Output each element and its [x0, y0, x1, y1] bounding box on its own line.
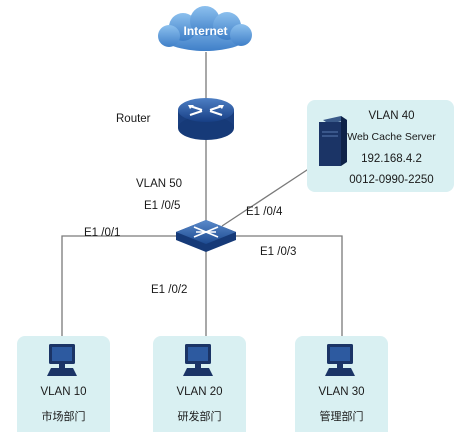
- internet-cloud: Internet: [153, 5, 258, 55]
- cloud-icon: [158, 6, 252, 51]
- link-switch-pc3: [236, 235, 343, 348]
- pc-panel-vlan20: VLAN 20 研发部门: [153, 336, 246, 432]
- internet-label: Internet: [183, 24, 228, 38]
- server-ip: 192.168.4.2: [361, 153, 422, 165]
- pc-panel-vlan10: VLAN 10 市场部门: [17, 336, 110, 432]
- port-label-e1-0-4: E1 /0/4: [246, 206, 283, 218]
- pc-dept-label: 市场部门: [41, 410, 86, 423]
- uplink-vlan-label: VLAN 50: [136, 178, 183, 190]
- port-label-e1-0-3: E1 /0/3: [260, 246, 297, 258]
- pc-vlan-label: VLAN 20: [176, 386, 223, 398]
- server-name: Web Cache Server: [347, 131, 436, 143]
- computer-icon: [183, 344, 213, 376]
- port-label-e1-0-1: E1 /0/1: [84, 227, 121, 239]
- switch-icon: [176, 220, 236, 252]
- pc-dept-label: 研发部门: [177, 410, 222, 423]
- server-panel: VLAN 40 Web Cache Server 192.168.4.2 001…: [307, 100, 454, 192]
- computer-icon: [47, 344, 77, 376]
- pc-panel-vlan30: VLAN 30 管理部门: [295, 336, 388, 432]
- server-mac: 0012-0990-2250: [349, 174, 434, 186]
- computer-icon: [325, 344, 355, 376]
- server-vlan: VLAN 40: [368, 110, 415, 122]
- port-label-e1-0-2: E1 /0/2: [151, 284, 188, 296]
- link-switch-server: [221, 167, 311, 227]
- router-label: Router: [116, 113, 151, 125]
- pc-vlan-label: VLAN 30: [318, 386, 365, 398]
- uplink-port-label: E1 /0/5: [144, 200, 181, 212]
- router-icon: [178, 98, 234, 140]
- pc-dept-label: 管理部门: [319, 410, 364, 423]
- server-icon: [319, 116, 347, 166]
- link-switch-pc1: [61, 235, 176, 348]
- pc-vlan-label: VLAN 10: [40, 386, 87, 398]
